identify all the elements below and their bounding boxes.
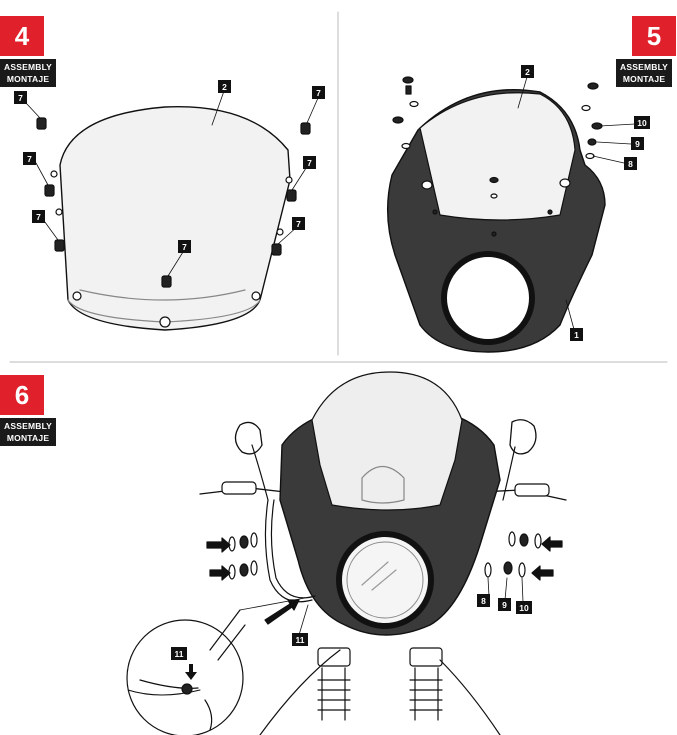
callout-part-11-inset: 11 (171, 647, 187, 660)
windscreen-panel-4 (50, 105, 293, 331)
step-label-6: ASSEMBLY MONTAJE (0, 418, 57, 446)
step-label-5: ASSEMBLY MONTAJE (616, 59, 673, 87)
callout-fastener-p4-b: 7 (312, 86, 325, 99)
leader-lines-panel-5 (517, 76, 636, 334)
fairing-panel-5 (386, 89, 606, 353)
callout-part-8-p6: 8 (477, 594, 490, 607)
callout-part-9-p6: 9 (498, 598, 511, 611)
callout-fastener-p4-c: 7 (23, 152, 36, 165)
fastener-set-panel-5 (392, 76, 603, 237)
step-badge-5: 5 (632, 16, 676, 56)
callout-windscreen-p4: 2 (218, 80, 231, 93)
callout-fairing-p5: 1 (570, 328, 583, 341)
step-label-4-line1: ASSEMBLY (4, 62, 53, 72)
callout-part-10-p6: 10 (516, 601, 532, 614)
callout-fastener-p4-a: 7 (14, 91, 27, 104)
fastener-set-panel-4 (36, 117, 311, 288)
step-label-5-line1: ASSEMBLY (620, 62, 669, 72)
step-label-5-line2: MONTAJE (622, 74, 666, 84)
spacer-stack-panel-6 (228, 531, 542, 580)
step-badge-6: 6 (0, 375, 44, 415)
callout-windscreen-p5: 2 (521, 65, 534, 78)
inset-pointer (239, 597, 306, 611)
callout-fastener-p4-e: 7 (32, 210, 45, 223)
step-label-6-line2: MONTAJE (6, 433, 50, 443)
callout-part-8-p5: 8 (624, 157, 637, 170)
leader-lines-panel-4 (25, 90, 319, 277)
step-label-6-line1: ASSEMBLY (4, 421, 53, 431)
callout-fastener-p4-f: 7 (292, 217, 305, 230)
step-label-4-line2: MONTAJE (6, 74, 50, 84)
callout-part-10-p5: 10 (634, 116, 650, 129)
direction-arrows-panel-6 (206, 536, 563, 625)
step-badge-4: 4 (0, 16, 44, 56)
callout-part-9-p5: 9 (631, 137, 644, 150)
detail-inset-panel-6 (126, 609, 246, 735)
step-label-4: ASSEMBLY MONTAJE (0, 59, 57, 87)
callout-fastener-p4-d: 7 (303, 156, 316, 169)
callout-fastener-p4-g: 7 (178, 240, 191, 253)
callout-part-11-p6: 11 (292, 633, 308, 646)
leader-lines-panel-6 (298, 577, 524, 636)
motorcycle-front-view (199, 371, 567, 735)
